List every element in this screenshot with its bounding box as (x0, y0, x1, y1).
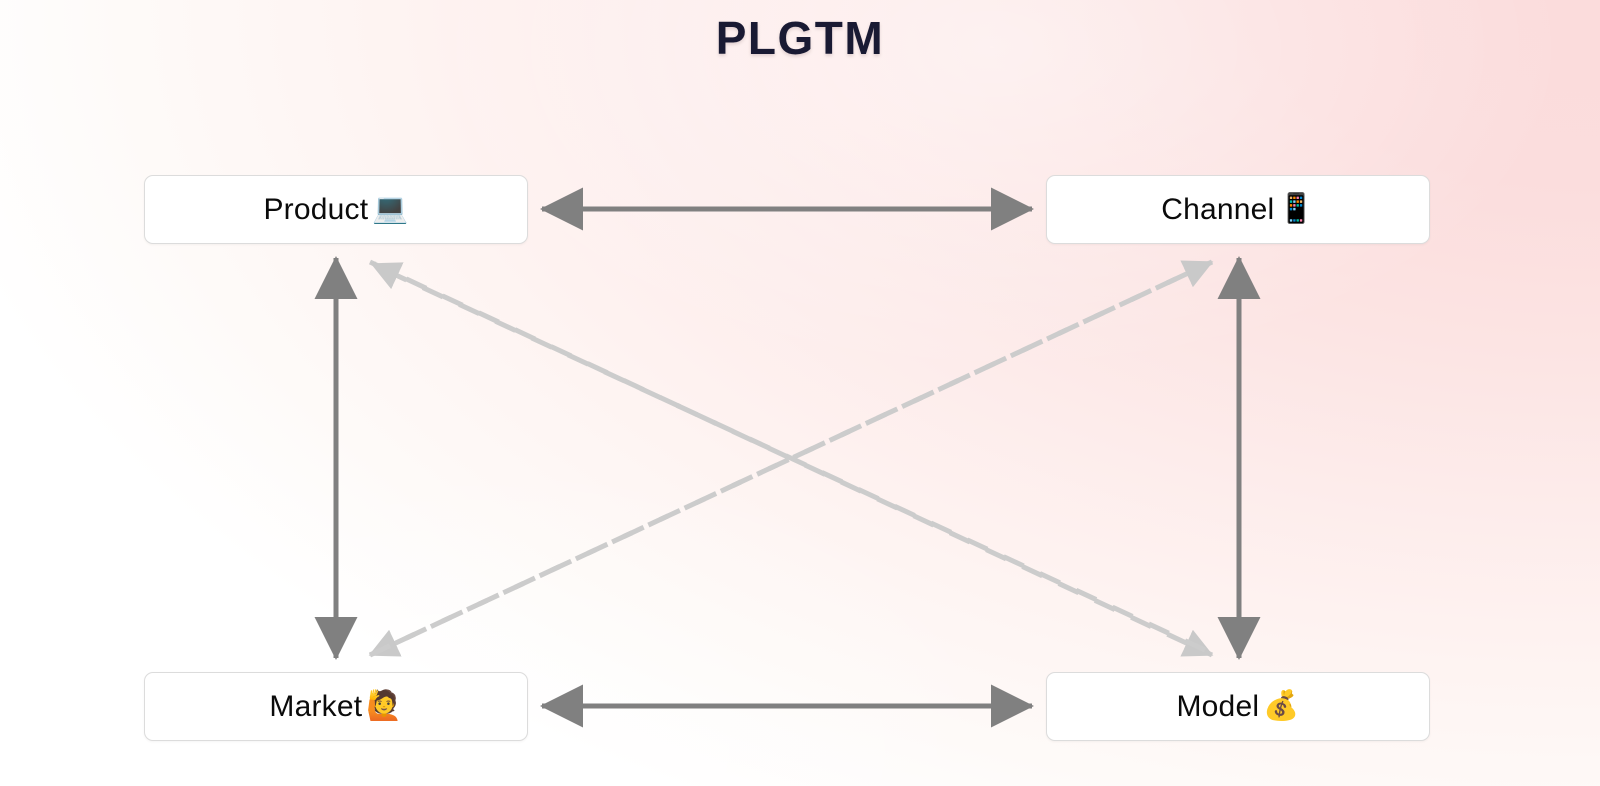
node-product-label: Product (263, 192, 369, 226)
edge-market-channel (368, 259, 1214, 658)
page-title: PLGTM (715, 12, 885, 64)
edge-model-product-return (370, 261, 1207, 653)
laptop-emoji: 💻 (372, 193, 409, 225)
node-market-label: Market (269, 689, 363, 723)
node-channel-label: Channel (1161, 192, 1275, 226)
money-bag-emoji: 💰 (1263, 690, 1300, 722)
node-model[interactable]: Model 💰 (1046, 672, 1430, 741)
node-channel[interactable]: Channel 📱 (1046, 175, 1430, 244)
node-model-label: Model (1176, 689, 1260, 723)
edge-product-model (368, 259, 1214, 658)
node-product[interactable]: Product 💻 (144, 175, 528, 244)
person-raising-hand-emoji: 🙋 (366, 690, 403, 722)
mobile-phone-emoji: 📱 (1278, 193, 1315, 225)
node-market[interactable]: Market 🙋 (144, 672, 528, 741)
